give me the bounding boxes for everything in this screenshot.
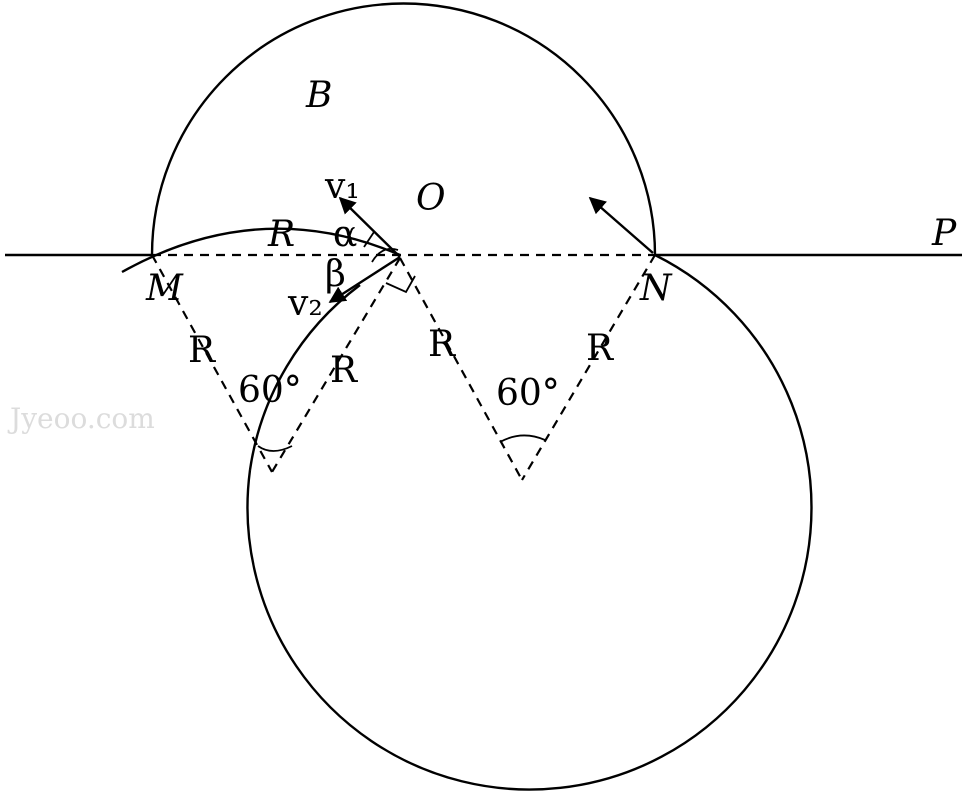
label-beta: β [325, 254, 346, 295]
label-v2: v₂ [287, 283, 323, 324]
watermark-text: Jyeoo.com [7, 402, 155, 435]
label-angle-right: 60° [496, 373, 560, 414]
label-radius-n: R [586, 328, 614, 369]
velocity-v1-arrow [338, 196, 401, 258]
angle-arc-alpha [371, 247, 399, 263]
label-alpha: α [333, 214, 357, 255]
radius-n-to-right-center [521, 254, 656, 481]
label-radius-m: R [188, 330, 216, 371]
label-point-m: M [145, 268, 184, 309]
label-angle-left: 60° [238, 370, 302, 411]
angle-arc-right [499, 434, 546, 443]
alpha-tick [363, 231, 375, 248]
label-point-n: N [639, 268, 673, 309]
trajectory-large-circle [246, 253, 813, 791]
field-semicircle [150, 2, 657, 256]
label-radius-upper: R [267, 214, 295, 255]
radius-o-to-right-center [399, 257, 523, 481]
right-angle-mark [385, 275, 416, 294]
trajectory-small-arc [121, 227, 401, 274]
label-field-b: B [305, 75, 332, 116]
label-v1: v₁ [324, 166, 360, 207]
label-point-p: P [931, 213, 957, 254]
label-radius-right-inner: R [428, 324, 456, 365]
angle-arc-left [257, 445, 293, 452]
exit-velocity-arrow [588, 196, 654, 254]
velocity-v2-arrow [328, 255, 401, 304]
label-center-o: O [416, 178, 446, 219]
label-radius-mid: R [330, 350, 358, 391]
